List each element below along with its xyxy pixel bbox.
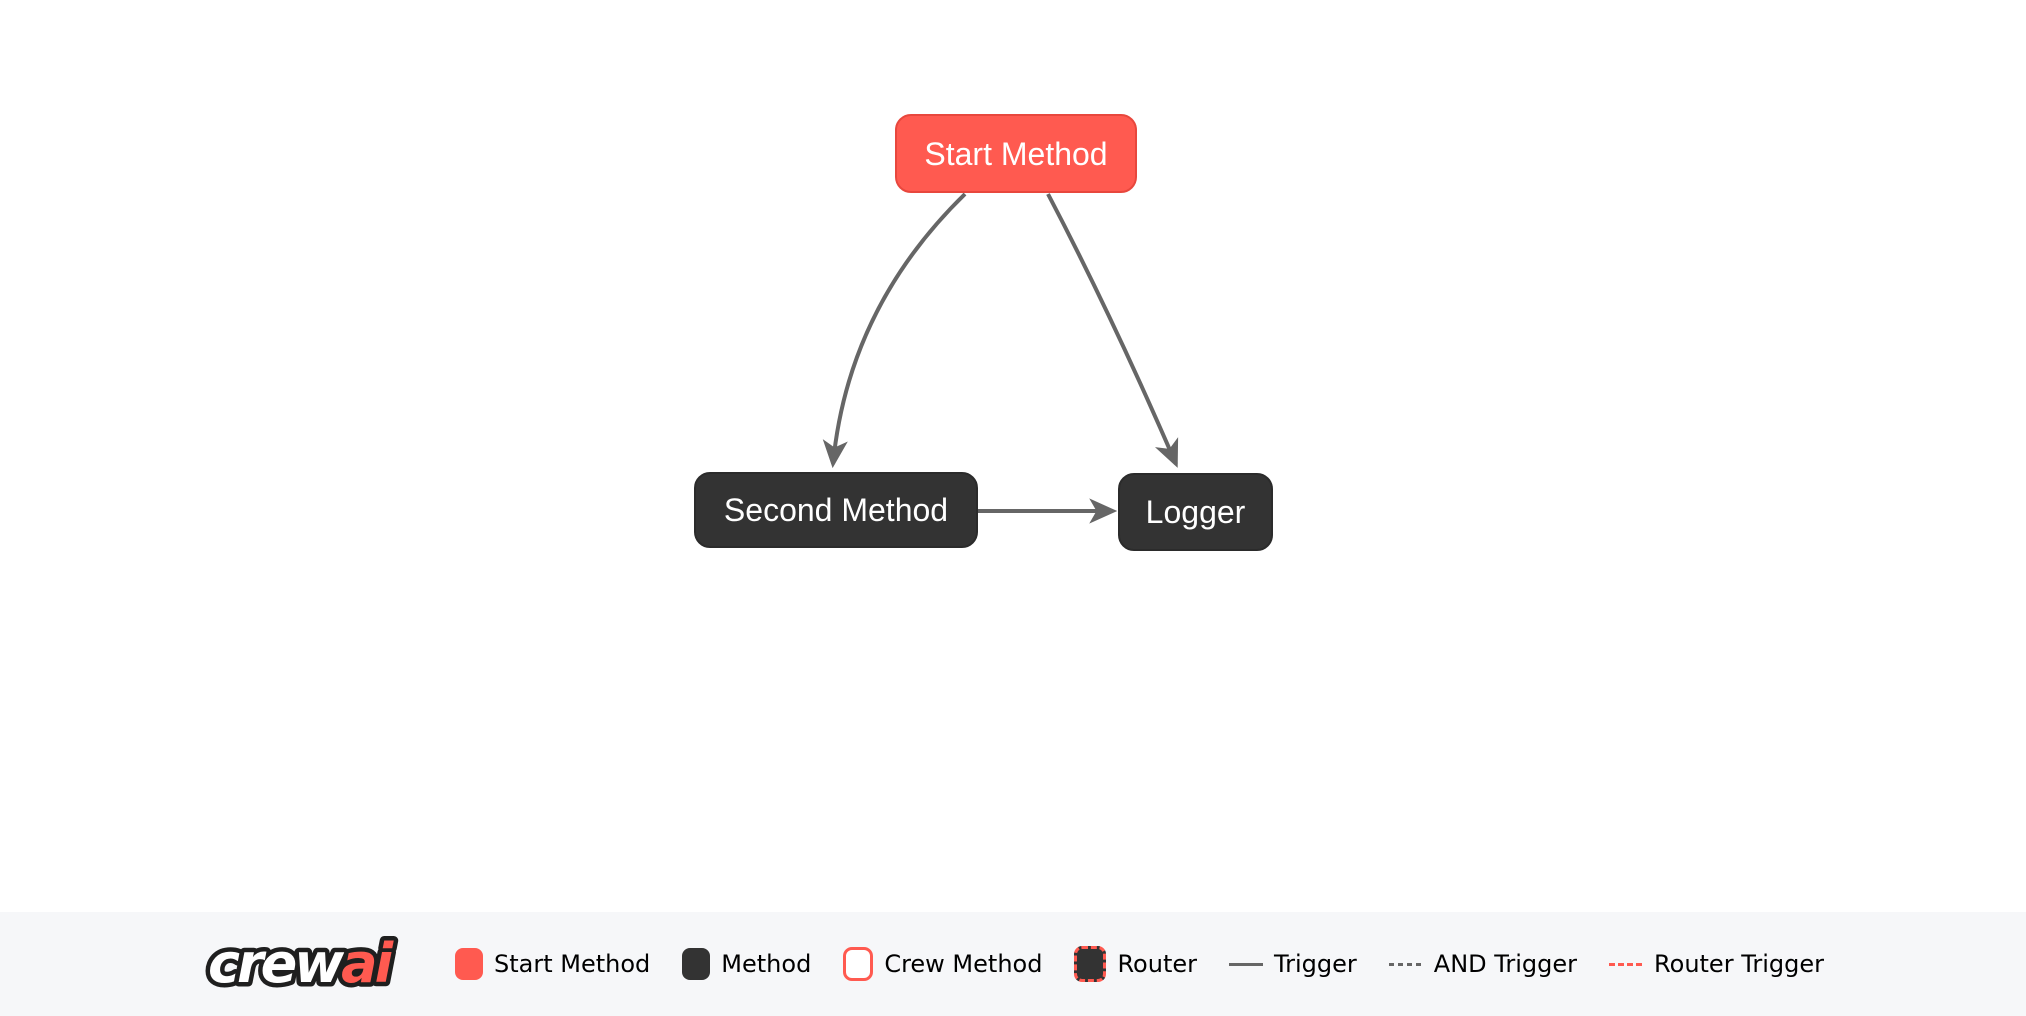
legend-label: Router bbox=[1117, 950, 1197, 978]
method-swatch bbox=[682, 948, 711, 980]
edge-start-to-logger bbox=[1046, 193, 1179, 468]
legend-item-method: Method bbox=[682, 948, 811, 980]
and-trigger-line-swatch bbox=[1388, 962, 1423, 966]
legend-item-router-trigger: Router Trigger bbox=[1609, 950, 1824, 978]
edge-start-to-second bbox=[822, 192, 967, 469]
router-swatch bbox=[1074, 946, 1107, 982]
legend-label: Crew Method bbox=[884, 950, 1043, 978]
router-trigger-line-swatch bbox=[1609, 962, 1644, 966]
legend-label: AND Trigger bbox=[1433, 950, 1578, 978]
node-second-method-label: Second Method bbox=[723, 492, 949, 528]
flow-canvas[interactable]: Start Method Second Method Logger bbox=[0, 0, 2026, 912]
node-logger-label: Logger bbox=[1145, 494, 1246, 530]
node-start-method[interactable]: Start Method bbox=[895, 114, 1137, 193]
legend-item-trigger: Trigger bbox=[1229, 950, 1357, 978]
legend-label: Trigger bbox=[1274, 950, 1357, 978]
trigger-line-swatch bbox=[1229, 962, 1263, 966]
legend-label: Router Trigger bbox=[1654, 950, 1824, 978]
logo-ai-text: ai bbox=[341, 932, 394, 995]
node-second-method[interactable]: Second Method bbox=[694, 472, 978, 548]
node-logger[interactable]: Logger bbox=[1118, 473, 1273, 551]
legend-item-crew-method: Crew Method bbox=[843, 947, 1042, 981]
crewai-logo: crewai bbox=[204, 928, 403, 1000]
logo-crew-text: crew bbox=[208, 932, 345, 995]
crew-method-swatch bbox=[843, 947, 874, 981]
legend-item-start-method: Start Method bbox=[455, 948, 650, 980]
legend-bar: crewai Start Method Method Crew Method R… bbox=[0, 912, 2026, 1016]
legend-item-and-trigger: AND Trigger bbox=[1388, 950, 1578, 978]
legend-label: Method bbox=[721, 950, 812, 978]
legend-label: Start Method bbox=[494, 950, 651, 978]
node-start-method-label: Start Method bbox=[924, 135, 1108, 172]
svg-text:crewai: crewai bbox=[208, 932, 395, 995]
start-method-swatch bbox=[455, 948, 484, 980]
legend-item-router: Router bbox=[1074, 946, 1197, 982]
